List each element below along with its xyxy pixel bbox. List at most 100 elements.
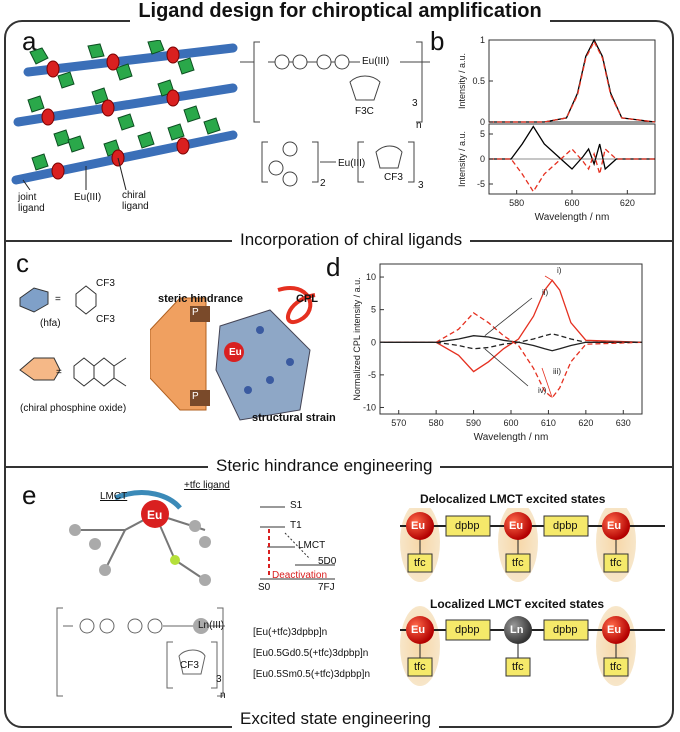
d-xtick-1: 580 [429, 418, 444, 428]
eu-label: Eu(III) [74, 192, 102, 203]
d-xlabel: Wavelength / nm [474, 432, 549, 443]
t1-level-label: T1 [290, 520, 302, 531]
structure-cf3-label: CF3 [384, 172, 403, 183]
loc-eu-1: Eu [411, 624, 426, 636]
p-label-top: P [192, 307, 199, 318]
b-top-ytick-2: 0 [480, 117, 485, 127]
lmct-level-label: LMCT [298, 540, 326, 551]
b-top-series-2 [489, 40, 656, 123]
b-bottom-ytick-1: 0 [480, 154, 485, 164]
lmct-chain-schematics [400, 508, 665, 686]
eu-model-label: Eu [147, 508, 163, 522]
b-xtick-0: 580 [509, 198, 524, 208]
loc-dpbp-2: dpbp [553, 624, 578, 636]
deloc-dpbp-2: dpbp [553, 520, 578, 532]
s0-level-label: S0 [258, 582, 271, 593]
b-top-series-1 [489, 38, 656, 123]
eu-nodes [41, 46, 190, 180]
structure-eu-label-1: Eu(III) [362, 56, 390, 67]
structure-eu-label-2: Eu(III) [338, 158, 366, 169]
d-xtick-6: 630 [616, 418, 631, 428]
eu-center-label: Eu [229, 347, 242, 358]
fj-level-label: 7FJ [318, 582, 335, 593]
steric-hindrance-illustration [150, 286, 316, 421]
d-xtick-3: 600 [503, 418, 518, 428]
panel-label-e: e [22, 480, 37, 510]
delocalized-chain [400, 508, 665, 582]
deloc-eu-1: Eu [411, 520, 426, 532]
structure-2-subscript: 2 [320, 178, 326, 189]
eu-chemical-structures [240, 41, 430, 187]
panel-label-c: c [16, 248, 29, 278]
steric-hindrance-label: steric hindrance [158, 293, 243, 305]
phosphine-label: (chiral phosphine oxide) [20, 403, 127, 414]
formula-2: [Eu0.5Gd0.5(+tfc)3dpbp]n [253, 648, 369, 659]
deloc-eu-3: Eu [607, 520, 622, 532]
deloc-tfc-2: tfc [512, 557, 524, 569]
structural-strain-label: structural strain [252, 412, 336, 424]
s1-level-label: S1 [290, 500, 303, 511]
hfa-label: (hfa) [40, 318, 61, 329]
b-xlabel: Wavelength / nm [535, 212, 610, 222]
b-ylabel-top: Intensity / a.u. [457, 53, 467, 109]
b-bottom-ytick-2: -5 [477, 179, 485, 189]
ln-polymer-structure [56, 607, 225, 697]
hfa-cf3-top: CF3 [96, 278, 115, 289]
p-label-bottom: P [192, 391, 199, 402]
deloc-dpbp-1: dpbp [455, 520, 480, 532]
ln-cf3-label: CF3 [180, 660, 199, 671]
d-label-leader-3 [484, 348, 529, 387]
panel-label-b: b [430, 26, 445, 56]
d-ytick-0: 10 [366, 272, 376, 282]
d-label-leader-1 [484, 297, 533, 337]
structure-f3c-label: F3C [355, 106, 374, 117]
localized-title: Localized LMCT excited states [430, 597, 605, 611]
d-ytick-3: -5 [368, 370, 376, 380]
figure-title: Ligand design for chiroptical amplificat… [0, 0, 680, 23]
b-top-ytick-1: 0.5 [472, 76, 485, 86]
b-xtick-1: 600 [564, 198, 579, 208]
d-series-label-3: iv) [538, 386, 547, 395]
formula-3: [Eu0.5Sm0.5(+tfc)3dpbp]n [253, 669, 371, 680]
formula-list: [Eu(+tfc)3dpbp]n [Eu0.5Gd0.5(+tfc)3dpbp]… [253, 622, 370, 685]
ln-n-subscript: n [220, 690, 226, 701]
loc-ln: Ln [510, 624, 524, 636]
loc-tfc-1: tfc [414, 661, 426, 673]
panel-label-a: a [22, 26, 37, 56]
d-ytick-2: 0 [371, 337, 376, 347]
d-series-label-2: iii) [553, 367, 561, 376]
delocalized-title: Delocalized LMCT excited states [420, 492, 606, 506]
section-title-steric: Steric hindrance engineering [208, 456, 441, 476]
deloc-eu-2: Eu [509, 520, 524, 532]
panel-label-d: d [326, 252, 341, 282]
d-xtick-4: 610 [541, 418, 556, 428]
phosphine-equals: = [56, 367, 62, 378]
loc-dpbp-1: dpbp [455, 624, 480, 636]
deactivation-label: Deactivation [272, 570, 328, 581]
callout-lines [22, 157, 127, 190]
loc-tfc-3: tfc [610, 661, 622, 673]
cpl-label: CPL [296, 293, 318, 305]
d-series-4 [380, 333, 642, 350]
chiral-ligand-blocks [27, 40, 221, 171]
d-ylabel: Normalized CPL intensity / a.u. [352, 277, 362, 400]
d0-level-label: 5D0 [318, 556, 337, 567]
formula-1: [Eu(+tfc)3dpbp]n [253, 627, 328, 638]
d-ytick-1: 5 [371, 305, 376, 315]
b-bottom-series-1 [489, 125, 655, 171]
loc-eu-2: Eu [607, 624, 622, 636]
b-top-plot-frame [488, 39, 656, 123]
lmct-label: LMCT [100, 491, 128, 502]
tfc-ligand-label: +tfc ligand [184, 480, 230, 491]
b-bottom-series-2 [489, 147, 655, 193]
b-ylabel-bottom: Intensity / a.u. [457, 131, 467, 187]
structure-3-subscript-2: 3 [418, 180, 424, 191]
d-label-leader-0 [544, 275, 553, 281]
deloc-tfc-1: tfc [414, 557, 426, 569]
d-ytick-4: -10 [363, 402, 376, 412]
loc-tfc-2: tfc [512, 661, 524, 673]
b-top-ytick-0: 1 [480, 35, 485, 45]
